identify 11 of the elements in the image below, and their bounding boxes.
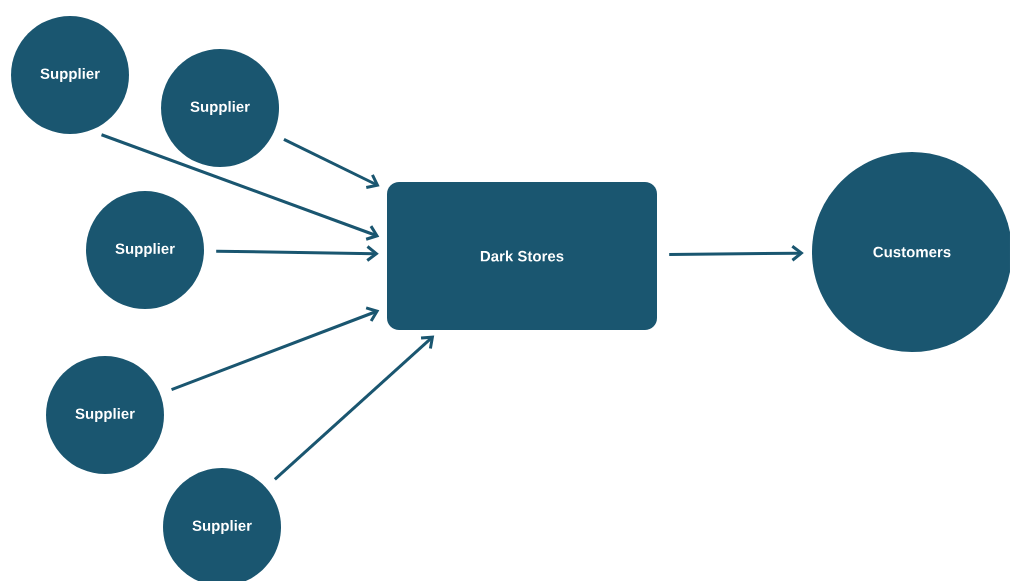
arrow (273, 335, 435, 481)
arrow (171, 306, 380, 391)
arrow (669, 245, 804, 262)
circle-node: Supplier (46, 356, 164, 474)
arrow (101, 133, 380, 241)
arrow (283, 137, 380, 189)
arrow (216, 245, 379, 262)
circle-node: Supplier (86, 191, 204, 309)
circle-node: Supplier (161, 49, 279, 167)
process-box: Dark Stores (387, 182, 657, 330)
circle-node: Supplier (11, 16, 129, 134)
